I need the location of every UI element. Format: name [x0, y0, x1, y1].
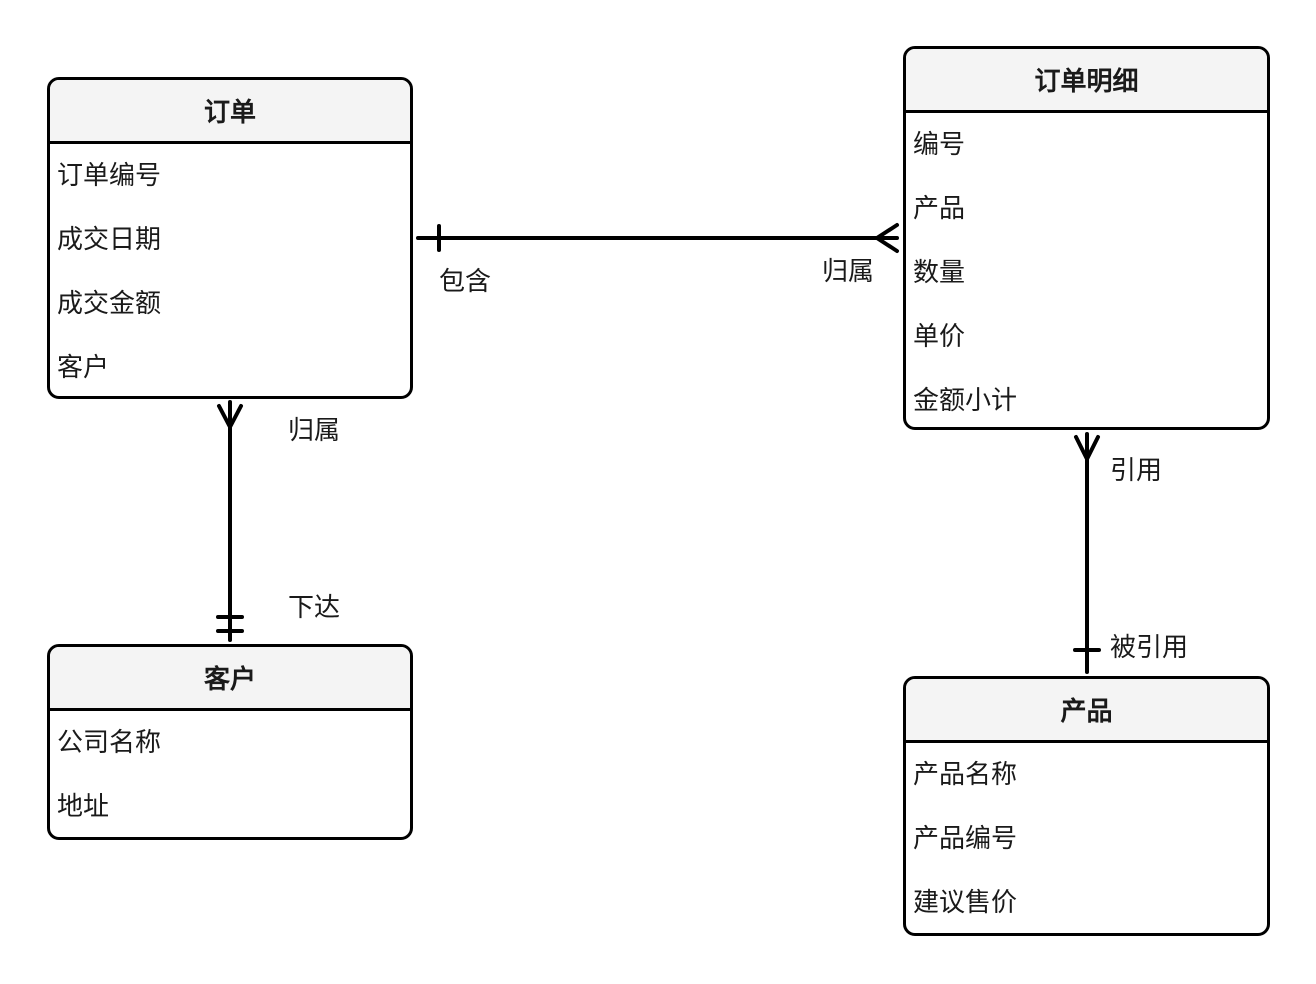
attribute-item: 公司名称: [57, 728, 162, 758]
attribute-item: 金额小计: [913, 386, 1018, 416]
crowfoot-mark-detail: [1074, 435, 1100, 464]
attribute-item: 产品名称: [913, 760, 1018, 790]
entity-product-title: 产品: [906, 679, 1267, 743]
entity-order-detail[interactable]: 订单明细 编号 产品 数量 单价 金额小计: [903, 46, 1270, 430]
entity-order-detail-attributes: 编号 产品 数量 单价 金额小计: [906, 113, 1267, 427]
rel-label-references: 引用: [1110, 456, 1163, 486]
rel-label-belongs-to-order: 归属: [822, 257, 875, 287]
crowfoot-mark-order: [217, 404, 243, 432]
entity-customer-title: 客户: [50, 647, 410, 711]
entity-product[interactable]: 产品 产品名称 产品编号 建议售价: [903, 676, 1270, 936]
entity-order-attributes: 订单编号 成交日期 成交金额 客户: [50, 144, 410, 396]
rel-label-belongs-to-customer: 归属: [288, 416, 341, 446]
rel-label-referenced-by: 被引用: [1110, 633, 1189, 663]
attribute-item: 成交日期: [57, 225, 162, 255]
entity-order-title: 订单: [50, 80, 410, 144]
crowfoot-mark-order-detail: [873, 223, 899, 253]
attribute-item: 数量: [913, 258, 966, 288]
entity-order-detail-title: 订单明细: [906, 49, 1267, 113]
entity-customer[interactable]: 客户 公司名称 地址: [47, 644, 413, 840]
entity-customer-attributes: 公司名称 地址: [50, 711, 410, 837]
attribute-item: 产品编号: [913, 824, 1018, 854]
attribute-item: 建议售价: [913, 888, 1018, 918]
attribute-item: 订单编号: [57, 161, 162, 191]
attribute-item: 单价: [913, 322, 966, 352]
attribute-item: 编号: [913, 130, 966, 160]
attribute-item: 产品: [913, 194, 966, 224]
attribute-item: 成交金额: [57, 289, 162, 319]
rel-label-places: 下达: [288, 593, 341, 623]
attribute-item: 客户: [57, 353, 110, 383]
entity-product-attributes: 产品名称 产品编号 建议售价: [906, 743, 1267, 933]
entity-order[interactable]: 订单 订单编号 成交日期 成交金额 客户: [47, 77, 413, 399]
rel-label-contains: 包含: [439, 267, 492, 297]
attribute-item: 地址: [57, 792, 110, 822]
